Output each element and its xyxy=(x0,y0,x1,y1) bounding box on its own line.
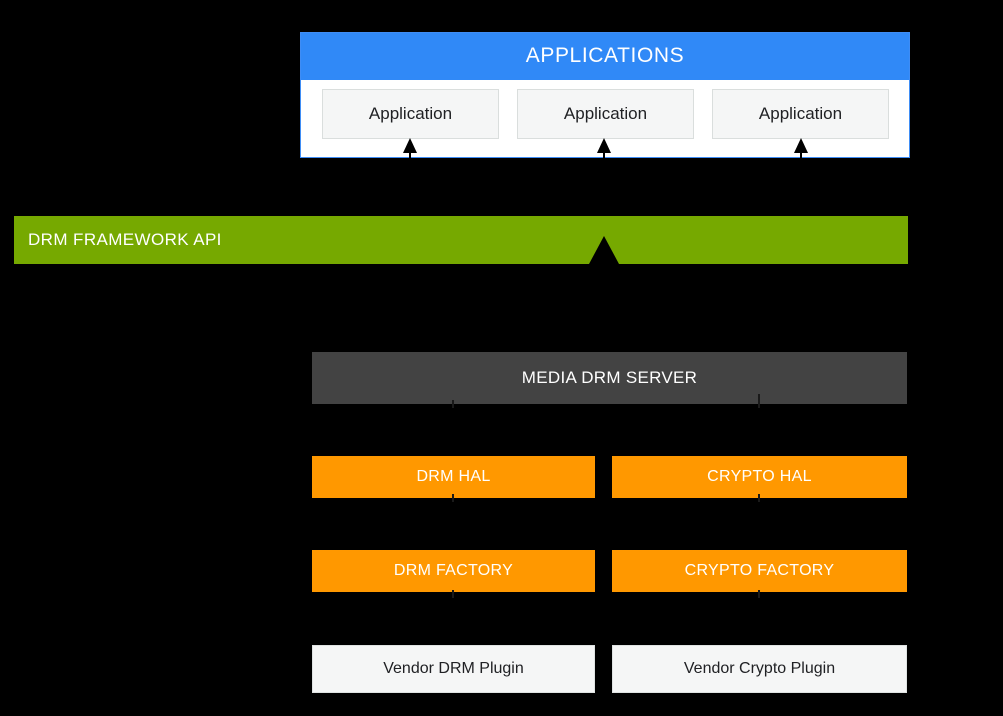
crypto-hal-box: CRYPTO HAL xyxy=(612,456,907,498)
connector-line-crypto-hal-factory xyxy=(758,494,760,502)
arrow-up-icon-framework-notch xyxy=(589,236,619,264)
drm-factory-box: DRM FACTORY xyxy=(312,550,595,592)
connector-line-app3-up xyxy=(800,148,802,160)
drm-framework-api-bar: DRM FRAMEWORK API xyxy=(14,216,908,264)
connector-line-drm-factory-plugin xyxy=(452,590,454,598)
arrow-up-icon-app3 xyxy=(794,138,808,153)
application-box-1[interactable]: Application xyxy=(322,89,499,139)
vendor-drm-plugin-box: Vendor DRM Plugin xyxy=(312,645,595,693)
connector-line-server-crypto-hal xyxy=(758,394,760,408)
connector-line-app1-down xyxy=(377,200,379,214)
media-drm-server-bar: MEDIA DRM SERVER xyxy=(312,352,907,404)
connector-line-crypto-factory-plugin xyxy=(758,590,760,598)
arrow-up-icon-app2 xyxy=(597,138,611,153)
connector-line-drm-hal-factory xyxy=(452,494,454,502)
connector-line-app3-down xyxy=(836,200,838,214)
arrow-up-icon-app1 xyxy=(403,138,417,153)
connector-line-app2-down xyxy=(603,200,605,214)
drm-hal-box: DRM HAL xyxy=(312,456,595,498)
vendor-crypto-plugin-box: Vendor Crypto Plugin xyxy=(612,645,907,693)
application-box-3[interactable]: Application xyxy=(712,89,889,139)
applications-header: APPLICATIONS xyxy=(301,33,909,80)
application-box-2[interactable]: Application xyxy=(517,89,694,139)
connector-line-app1-up xyxy=(409,148,411,160)
connector-line-app2-up xyxy=(603,148,605,160)
connector-line-server-drm-hal xyxy=(452,400,454,408)
crypto-factory-box: CRYPTO FACTORY xyxy=(612,550,907,592)
